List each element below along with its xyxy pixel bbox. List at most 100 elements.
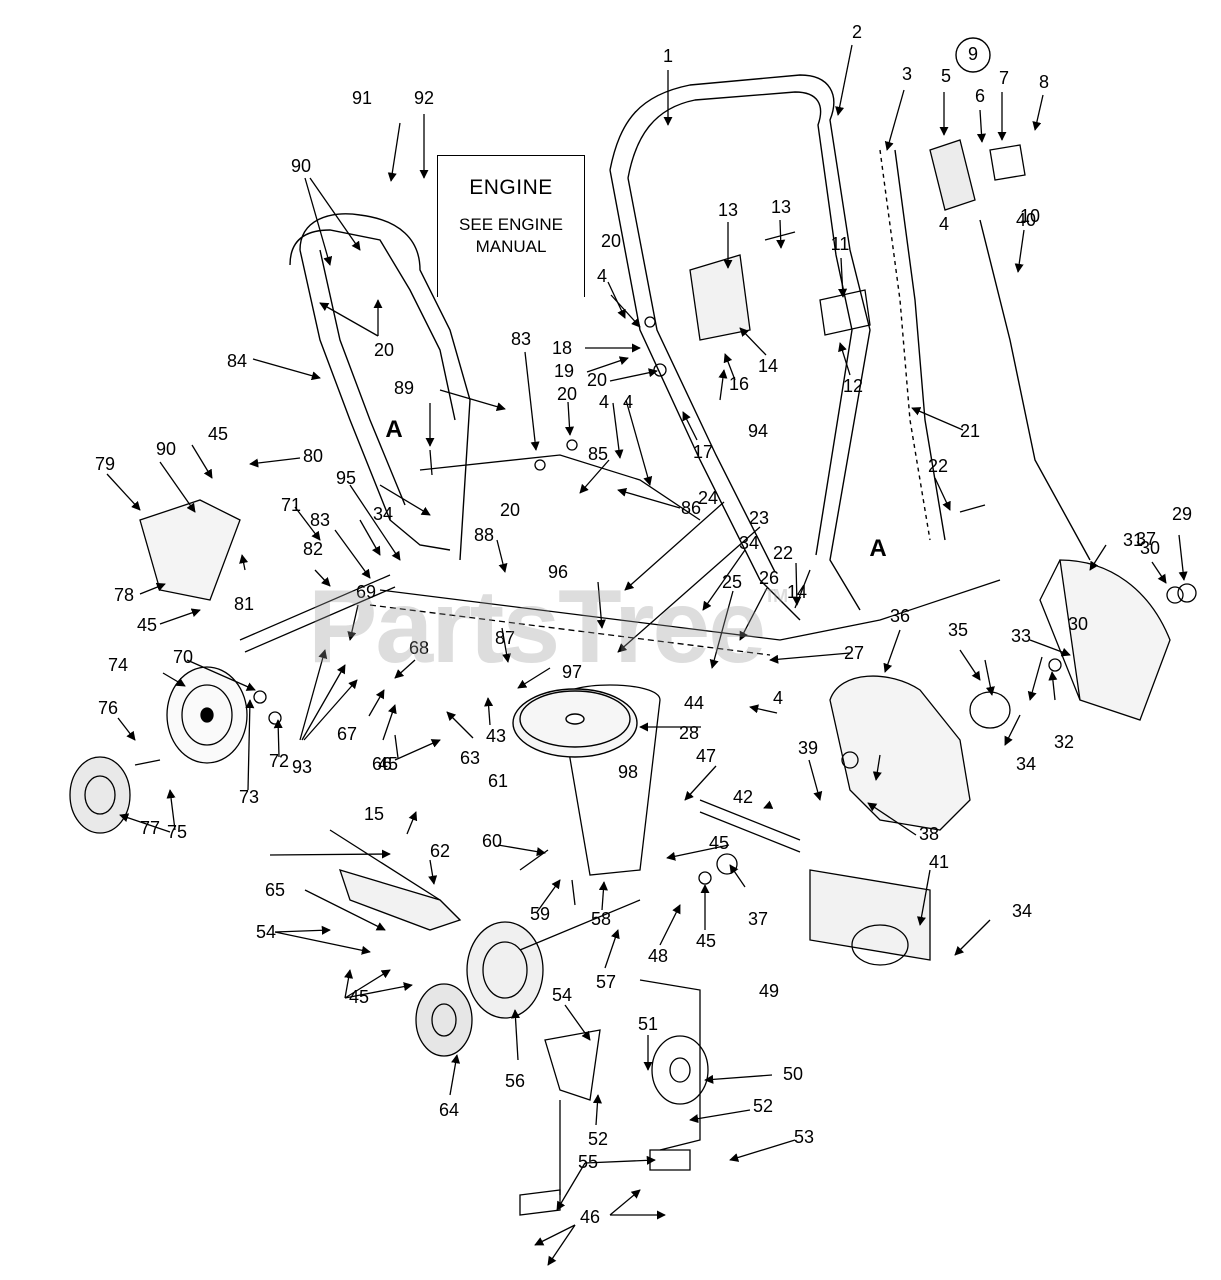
callout-label-90: 90 [156, 439, 176, 459]
callout-label-52: 52 [588, 1129, 608, 1149]
callout-label-20: 20 [587, 370, 607, 390]
callout-label-8: 8 [1039, 72, 1049, 92]
callout-label-92: 92 [414, 88, 434, 108]
control-parts [689, 139, 1026, 341]
callout-label-54: 54 [256, 922, 276, 942]
callout-label-58: 58 [591, 909, 611, 929]
callout-label-11: 11 [831, 234, 850, 254]
callout-label-27: 27 [844, 643, 864, 663]
control-cable [979, 219, 1091, 561]
callout-label-84: 84 [227, 351, 247, 371]
callout-label-45: 45 [208, 424, 228, 444]
callout-label-72: 72 [269, 751, 289, 771]
callout-label-30: 30 [1068, 614, 1088, 634]
callout-label-30: 30 [1140, 538, 1160, 558]
callout-label-39: 39 [798, 738, 818, 758]
callout-label-4: 4 [939, 214, 949, 234]
callout-label-14: 14 [758, 356, 778, 376]
callout-label-32: 32 [1054, 732, 1074, 752]
callout-label-22: 22 [928, 456, 948, 476]
callout-label-44: 44 [684, 693, 704, 713]
section-markers: AA [385, 416, 886, 562]
callout-label-63: 63 [460, 748, 480, 768]
callout-label-45: 45 [137, 615, 157, 635]
callout-label-48: 48 [648, 946, 668, 966]
callout-label-80: 80 [303, 446, 323, 466]
callout-label-98: 98 [618, 762, 638, 782]
callout-label-91: 91 [352, 88, 372, 108]
engine-subtitle-line2: MANUAL [475, 237, 547, 256]
callout-label-85: 85 [588, 444, 608, 464]
callout-label-34: 34 [1012, 901, 1032, 921]
callout-label-77: 77 [140, 818, 160, 838]
callout-label-78: 78 [114, 585, 134, 605]
callout-label-65: 65 [265, 880, 285, 900]
callout-label-9: 9 [968, 44, 978, 64]
callout-label-4: 4 [597, 266, 607, 286]
callout-label-28: 28 [679, 723, 699, 743]
callout-label-97: 97 [562, 662, 582, 682]
callout-label-4: 4 [773, 688, 783, 708]
callout-label-20: 20 [374, 340, 394, 360]
callout-label-16: 16 [729, 374, 749, 394]
callout-label-4: 4 [599, 392, 609, 412]
callout-label-20: 20 [500, 500, 520, 520]
callout-label-75: 75 [167, 822, 187, 842]
callout-label-51: 51 [638, 1014, 658, 1034]
callout-label-79: 79 [95, 454, 115, 474]
callout-label-95: 95 [336, 468, 356, 488]
callout-label-15: 15 [364, 804, 384, 824]
callout-label-10: 10 [1020, 206, 1040, 226]
callout-label-64: 64 [439, 1100, 459, 1120]
callout-label-12: 12 [843, 376, 863, 396]
callout-label-90: 90 [291, 156, 311, 176]
callout-label-56: 56 [505, 1071, 525, 1091]
handle-assembly [609, 74, 946, 621]
callout-label-71: 71 [281, 495, 301, 515]
callout-label-45: 45 [696, 931, 716, 951]
callout-label-43: 43 [486, 726, 506, 746]
callout-label-83: 83 [511, 329, 531, 349]
callout-label-82: 82 [303, 539, 323, 559]
callout-label-13: 13 [771, 197, 791, 217]
callout-label-86: 86 [681, 498, 701, 518]
lower-brackets [139, 499, 701, 1216]
callout-label-89: 89 [394, 378, 414, 398]
callout-label-76: 76 [98, 698, 118, 718]
callout-label-66: 66 [372, 754, 392, 774]
callout-label-35: 35 [948, 620, 968, 640]
callout-9-circle [955, 37, 991, 73]
engine-reference-box: ENGINE SEE ENGINE MANUAL [437, 155, 585, 297]
callout-label-5: 5 [941, 66, 951, 86]
callout-label-53: 53 [794, 1127, 814, 1147]
callout-label-49: 49 [759, 981, 779, 1001]
callout-label-31: 31 [1123, 530, 1143, 550]
callout-label-46: 46 [580, 1207, 600, 1227]
callout-label-47: 47 [696, 746, 716, 766]
callout-label-20: 20 [601, 231, 621, 251]
callout-label-73: 73 [239, 787, 259, 807]
section-marker-a: A [385, 416, 402, 443]
callout-label-20: 20 [557, 384, 577, 404]
callout-label-61: 61 [488, 771, 508, 791]
callout-label-33: 33 [1011, 626, 1031, 646]
callout-label-94: 94 [748, 421, 768, 441]
callout-label-40: 40 [1016, 210, 1036, 230]
callout-label-34: 34 [739, 533, 759, 553]
hardware [134, 231, 1197, 906]
callout-label-68: 68 [409, 638, 429, 658]
callout-label-62: 62 [430, 841, 450, 861]
belt-cover [289, 213, 471, 561]
engine-subtitle-line1: SEE ENGINE [459, 215, 563, 234]
callout-label-41: 41 [929, 852, 949, 872]
callout-label-36: 36 [890, 606, 910, 626]
callout-label-45: 45 [349, 987, 369, 1007]
callout-label-69: 69 [356, 582, 376, 602]
callout-label-52: 52 [753, 1096, 773, 1116]
callout-label-70: 70 [173, 647, 193, 667]
callout-label-57: 57 [596, 972, 616, 992]
callout-label-29: 29 [1172, 504, 1192, 524]
callout-label-45: 45 [378, 754, 398, 774]
